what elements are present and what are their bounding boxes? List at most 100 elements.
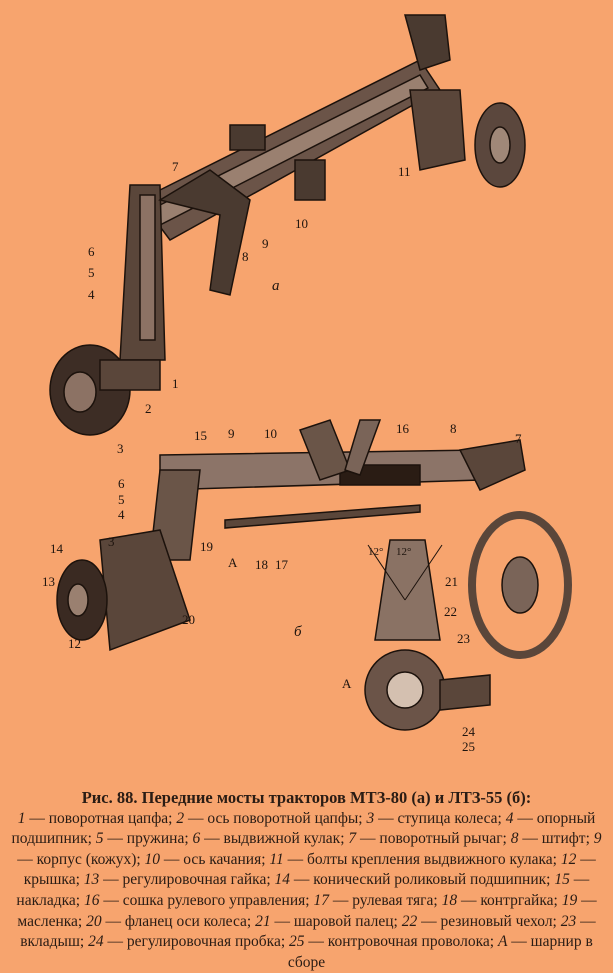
- callout-5: 5: [88, 265, 95, 280]
- legend-item: 2 — ось поворотной цапфы;: [176, 810, 366, 827]
- legend-number: 8: [510, 830, 519, 848]
- legend-text: — крышка;: [23, 850, 596, 889]
- callout-24: 24: [462, 724, 475, 739]
- legend-item: 17 — рулевая тяга;: [313, 892, 441, 909]
- legend-item: 16 — сошка рулевого управления;: [84, 892, 313, 909]
- callout-17: 17: [275, 557, 288, 572]
- callout-16: 16: [396, 421, 409, 436]
- legend-text: — штифт;: [518, 830, 594, 848]
- legend-number: 9: [593, 830, 602, 848]
- callout-8: 8: [242, 249, 249, 264]
- callout-10: 10: [295, 216, 308, 231]
- callout-2: 2: [145, 401, 152, 416]
- legend-item: 13 — регулировочная гайка;: [84, 871, 275, 888]
- legend-item: 14 — конический роликовый подшипник;: [275, 871, 555, 888]
- legend-number: 7: [348, 830, 357, 848]
- legend-text: — пружина;: [103, 830, 193, 848]
- legend-text: — опорный подшипник;: [11, 809, 596, 848]
- callout-11: 11: [398, 164, 411, 179]
- legend-text: — конический роликовый подшипник;: [290, 871, 555, 889]
- front-axle-illustration: [49, 14, 572, 731]
- legend-text: — контровочная проволока;: [304, 933, 498, 951]
- legend-item: 9 — корпус (кожух);: [17, 830, 601, 868]
- callout-3: 3: [108, 534, 115, 549]
- legend-number: 4: [505, 809, 514, 827]
- legend-item: 23 — вкладыш;: [20, 913, 595, 951]
- callout-3: 3: [117, 441, 124, 456]
- callout-12: 12: [68, 636, 81, 651]
- legend-text: — фланец оси колеса;: [101, 912, 256, 930]
- legend-number: 18: [441, 891, 458, 909]
- caption-legend: 1 — поворотная цапфа; 2 — ось поворотной…: [10, 809, 603, 973]
- legend-number: 2: [176, 809, 185, 827]
- callout-4: 4: [118, 507, 125, 522]
- legend-number: 3: [366, 809, 375, 827]
- legend-text: — контргайка;: [457, 891, 562, 909]
- callout-9: 9: [228, 426, 235, 441]
- callout-4: 4: [88, 287, 95, 302]
- callout-6: 6: [118, 476, 125, 491]
- legend-item: 7 — поворотный рычаг;: [348, 830, 510, 847]
- legend-number: 22: [401, 912, 418, 930]
- legend-item: 12 — крышка;: [24, 851, 596, 889]
- legend-number: 11: [269, 850, 284, 868]
- legend-number: 1: [17, 809, 26, 827]
- legend-text: — масленка;: [17, 891, 597, 930]
- legend-item: 4 — опорный подшипник;: [11, 810, 595, 848]
- legend-text: — ось поворотной цапфы;: [184, 809, 367, 827]
- legend-text: — сошка рулевого управления;: [99, 891, 314, 909]
- callout-15: 15: [194, 428, 207, 443]
- legend-text: — рулевая тяга;: [328, 891, 442, 909]
- legend-text: — регулировочная пробка;: [103, 933, 290, 951]
- legend-item: 5 — пружина;: [96, 830, 193, 847]
- legend-text: — вкладыш;: [20, 912, 596, 951]
- legend-number: 12: [560, 850, 577, 868]
- legend-text: — ступица колеса;: [374, 809, 506, 827]
- legend-text: — болты крепления выдвижного кулака;: [283, 850, 561, 868]
- legend-item: 21 — шаровой палец;: [255, 913, 402, 930]
- legend-item: 19 — масленка;: [17, 892, 596, 930]
- callout-20: 20: [182, 612, 195, 627]
- legend-number: 20: [86, 912, 102, 930]
- legend-number: 14: [274, 871, 291, 889]
- legend-item: 18 — контргайка;: [442, 892, 562, 909]
- legend-text: — выдвижной кулак;: [200, 830, 349, 848]
- legend-item: 10 — ось качания;: [145, 851, 270, 868]
- legend-text: — корпус (кожух);: [17, 850, 145, 868]
- legend-item: 24 — регулировочная пробка;: [88, 933, 289, 950]
- legend-text: — шаровой палец;: [270, 912, 402, 930]
- legend-item: 3 — ступица колеса;: [366, 810, 505, 827]
- legend-number: 10: [144, 850, 161, 868]
- callout-25: 25: [462, 739, 475, 754]
- callout-A2: А: [342, 676, 352, 691]
- legend-text: — регулировочная гайка;: [99, 871, 275, 889]
- angle-left: 12°: [368, 546, 384, 558]
- callout-14: 14: [50, 541, 63, 556]
- legend-number: 21: [255, 912, 271, 930]
- legend-text: — накладка;: [16, 871, 590, 909]
- legend-item: 6 — выдвижной кулак;: [193, 830, 349, 847]
- axle-b-drawing: [56, 419, 572, 731]
- part-a-label: а: [272, 278, 280, 294]
- legend-number: 19: [561, 891, 578, 909]
- legend-text: — поворотная цапфа;: [25, 809, 177, 827]
- angle-right: 12°: [396, 546, 412, 558]
- figure-caption: Рис. 88. Передние мосты тракторов МТЗ-80…: [10, 788, 603, 973]
- caption-title: Рис. 88. Передние мосты тракторов МТЗ-80…: [81, 788, 532, 807]
- callout-7: 7: [515, 431, 522, 446]
- callout-9: 9: [262, 236, 269, 251]
- legend-item: 11 — болты крепления выдвижного кулака;: [269, 851, 560, 868]
- callout-22: 22: [444, 604, 457, 619]
- callout-7: 7: [172, 159, 179, 174]
- legend-text: — ось качания;: [160, 850, 270, 868]
- legend-number: 17: [313, 891, 329, 909]
- legend-number: 24: [88, 933, 104, 951]
- callout-10: 10: [264, 426, 277, 441]
- legend-number: 23: [560, 912, 577, 930]
- callout-6: 6: [88, 244, 95, 259]
- callout-8: 8: [450, 421, 457, 436]
- callout-18: 18: [255, 557, 268, 572]
- callout-A: А: [228, 555, 238, 570]
- legend-item: 15 — накладка;: [16, 871, 589, 909]
- part-b-label: б: [294, 624, 302, 640]
